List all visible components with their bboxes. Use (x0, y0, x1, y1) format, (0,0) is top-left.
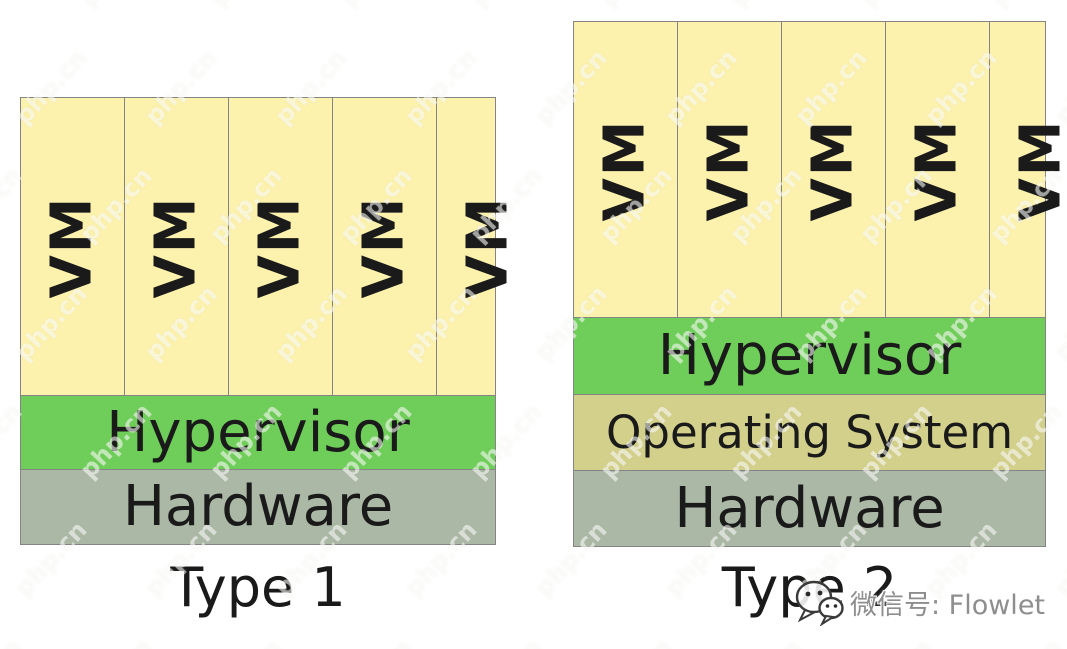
vm-label: VM (592, 117, 658, 222)
vm-label: VM (143, 194, 209, 299)
type2-operating-system-layer: Operating System (573, 394, 1046, 471)
type1-hardware-layer: Hardware (20, 469, 496, 545)
watermark-text: php.cn (464, 634, 547, 649)
vm-column: VM (990, 22, 1067, 317)
wechat-label: 微信号: Flowlet (850, 589, 1046, 621)
watermark-text: php.cn (204, 0, 287, 12)
vm-column: VM (678, 22, 783, 317)
watermark-text: php.cn (464, 0, 547, 12)
type2-hardware-label: Hardware (674, 475, 945, 541)
vm-column: VM (886, 22, 991, 317)
watermark-text: php.cn (1049, 515, 1067, 603)
watermark-text: php.cn (334, 0, 417, 12)
watermark-text: php.cn (204, 634, 287, 649)
vm-label: VM (455, 194, 521, 299)
vm-label: VM (904, 117, 970, 222)
type2-hardware-layer: Hardware (573, 470, 1046, 547)
vm-column: VM (21, 98, 126, 395)
watermark-text: php.cn (984, 0, 1067, 12)
type1-vm-row: VM VM VM VM VM (20, 97, 521, 396)
watermark-text: php.cn (334, 634, 417, 649)
type1-hardware-label: Hardware (122, 474, 394, 539)
watermark-text: php.cn (0, 634, 28, 649)
watermark-text: php.cn (724, 0, 807, 12)
wechat-watermark: 微信号: Flowlet (793, 578, 1045, 626)
vm-column: VM (574, 22, 679, 317)
wechat-icon (795, 580, 844, 626)
watermark-text: php.cn (854, 0, 937, 12)
type2-hypervisor-layer: Hypervisor (573, 317, 1046, 395)
watermark-text: php.cn (74, 634, 157, 649)
watermark-text: php.cn (74, 0, 157, 12)
vm-column: VM (437, 98, 540, 395)
vm-label: VM (39, 194, 105, 299)
watermark-text: php.cn (854, 634, 937, 649)
vm-label: VM (351, 194, 417, 299)
vm-label: VM (800, 117, 866, 222)
type2-vm-row: VM VM VM VM VM (573, 21, 1067, 318)
type2-stack: VM VM VM VM VM Hypervisor Operating System H… (573, 21, 1067, 547)
watermark-text: php.cn (984, 634, 1067, 649)
type2-operating-system-label: Operating System (605, 406, 1014, 459)
type1-caption: Type 1 (170, 556, 346, 619)
type1-hypervisor-layer: Hypervisor (20, 395, 496, 470)
watermark-text: php.cn (594, 0, 677, 12)
watermark-text: php.cn (594, 634, 677, 649)
watermark-text: php.cn (0, 0, 28, 12)
vm-column: VM (782, 22, 887, 317)
vm-label: VM (247, 194, 313, 299)
type1-hypervisor-label: Hypervisor (106, 399, 410, 465)
type2-hypervisor-label: Hypervisor (657, 323, 962, 388)
type1-stack: VM VM VM VM VM Hypervisor Hardware (20, 97, 521, 545)
vm-column: VM (125, 98, 230, 395)
vm-column: VM (229, 98, 334, 395)
vm-column: VM (333, 98, 438, 395)
vm-label: VM (696, 117, 762, 222)
watermark-text: php.cn (724, 634, 807, 649)
vm-label: VM (1008, 117, 1067, 222)
